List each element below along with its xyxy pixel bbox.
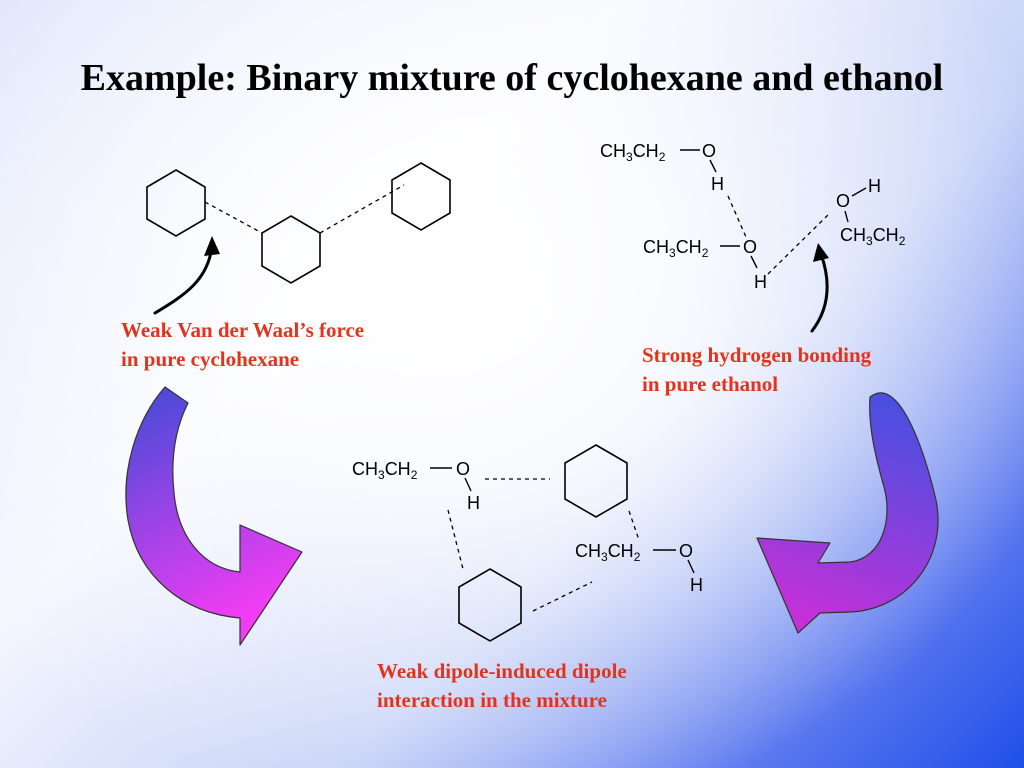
ethanol-3-o-c-bond <box>844 210 849 223</box>
arrowhead-ethanol-icon <box>813 243 829 262</box>
ethanol-4-group: CH3CH2 <box>352 459 418 482</box>
vdw-interaction-right <box>319 184 405 234</box>
ethanol-3-oxygen: O <box>836 191 850 211</box>
ethanol-1-oxygen: O <box>702 141 716 161</box>
vdw-interaction-left <box>204 201 263 234</box>
ethanol-2-group: CH3CH2 <box>643 237 709 260</box>
caption-ethanol-line-2: in pure ethanol <box>642 372 779 396</box>
big-arrow-left <box>125 386 303 646</box>
arrowhead-cyclohexane-icon <box>204 236 220 256</box>
ethanol-5-group: CH3CH2 <box>575 541 641 564</box>
ethanol-5-o-h-bond <box>687 559 695 574</box>
ethanol-1-hydrogen: H <box>711 174 724 194</box>
caption-ethanol-line-1: Strong hydrogen bonding <box>642 343 872 367</box>
caption-mixture-line-1: Weak dipole-induced dipole <box>377 659 627 683</box>
cyclohexane-ring-top-left <box>146 169 206 237</box>
hbond-top-left <box>727 195 747 238</box>
ethanol-1-group: CH3CH2 <box>600 141 666 164</box>
cyclohexane-ring-top-right <box>391 162 451 231</box>
caption-cyclohexane-line-2: in pure cyclohexane <box>121 347 300 371</box>
ethanol-1-o-h-bond <box>709 159 717 173</box>
caption-ethanol: Strong hydrogen bonding in pure ethanol <box>642 341 871 399</box>
mixture-interaction-ring-ethanol <box>628 510 640 541</box>
mixture-interaction-ring-ring <box>532 581 593 612</box>
hbond-right <box>767 212 831 275</box>
mixture-interaction-h-ring <box>447 509 464 570</box>
caption-cyclohexane-line-1: Weak Van der Waal’s force <box>121 318 365 342</box>
cyclohexane-ring-mixture-bottom <box>458 568 522 642</box>
ethanol-2-oxygen: O <box>743 237 757 257</box>
cyclohexane-ring-mixture-top <box>564 444 628 518</box>
curved-arrow-cyclohexane <box>153 244 214 315</box>
ethanol-3-o-h-bond <box>851 187 867 197</box>
ethanol-5-hydrogen: H <box>690 575 703 595</box>
ethanol-2-o-h-bond <box>750 255 758 269</box>
curved-arrow-ethanol <box>810 252 829 333</box>
ethanol-4-hydrogen: H <box>467 493 480 513</box>
ethanol-2-hydrogen: H <box>754 272 767 292</box>
slide-title: Example: Binary mixture of cyclohexane a… <box>80 57 944 99</box>
ethanol-5-oxygen: O <box>679 541 693 561</box>
ethanol-4-o-h-bond <box>464 477 472 492</box>
ethanol-3-group: CH3CH2 <box>840 225 906 248</box>
ethanol-4-oxygen: O <box>456 459 470 479</box>
caption-cyclohexane: Weak Van der Waal’s force in pure cycloh… <box>121 316 364 374</box>
caption-mixture-line-2: interaction in the mixture <box>377 688 607 712</box>
caption-mixture: Weak dipole-induced dipole interaction i… <box>377 657 627 715</box>
cyclohexane-ring-top-middle <box>261 215 321 284</box>
ethanol-3-hydrogen: H <box>868 176 881 196</box>
big-arrow-right <box>756 392 939 634</box>
